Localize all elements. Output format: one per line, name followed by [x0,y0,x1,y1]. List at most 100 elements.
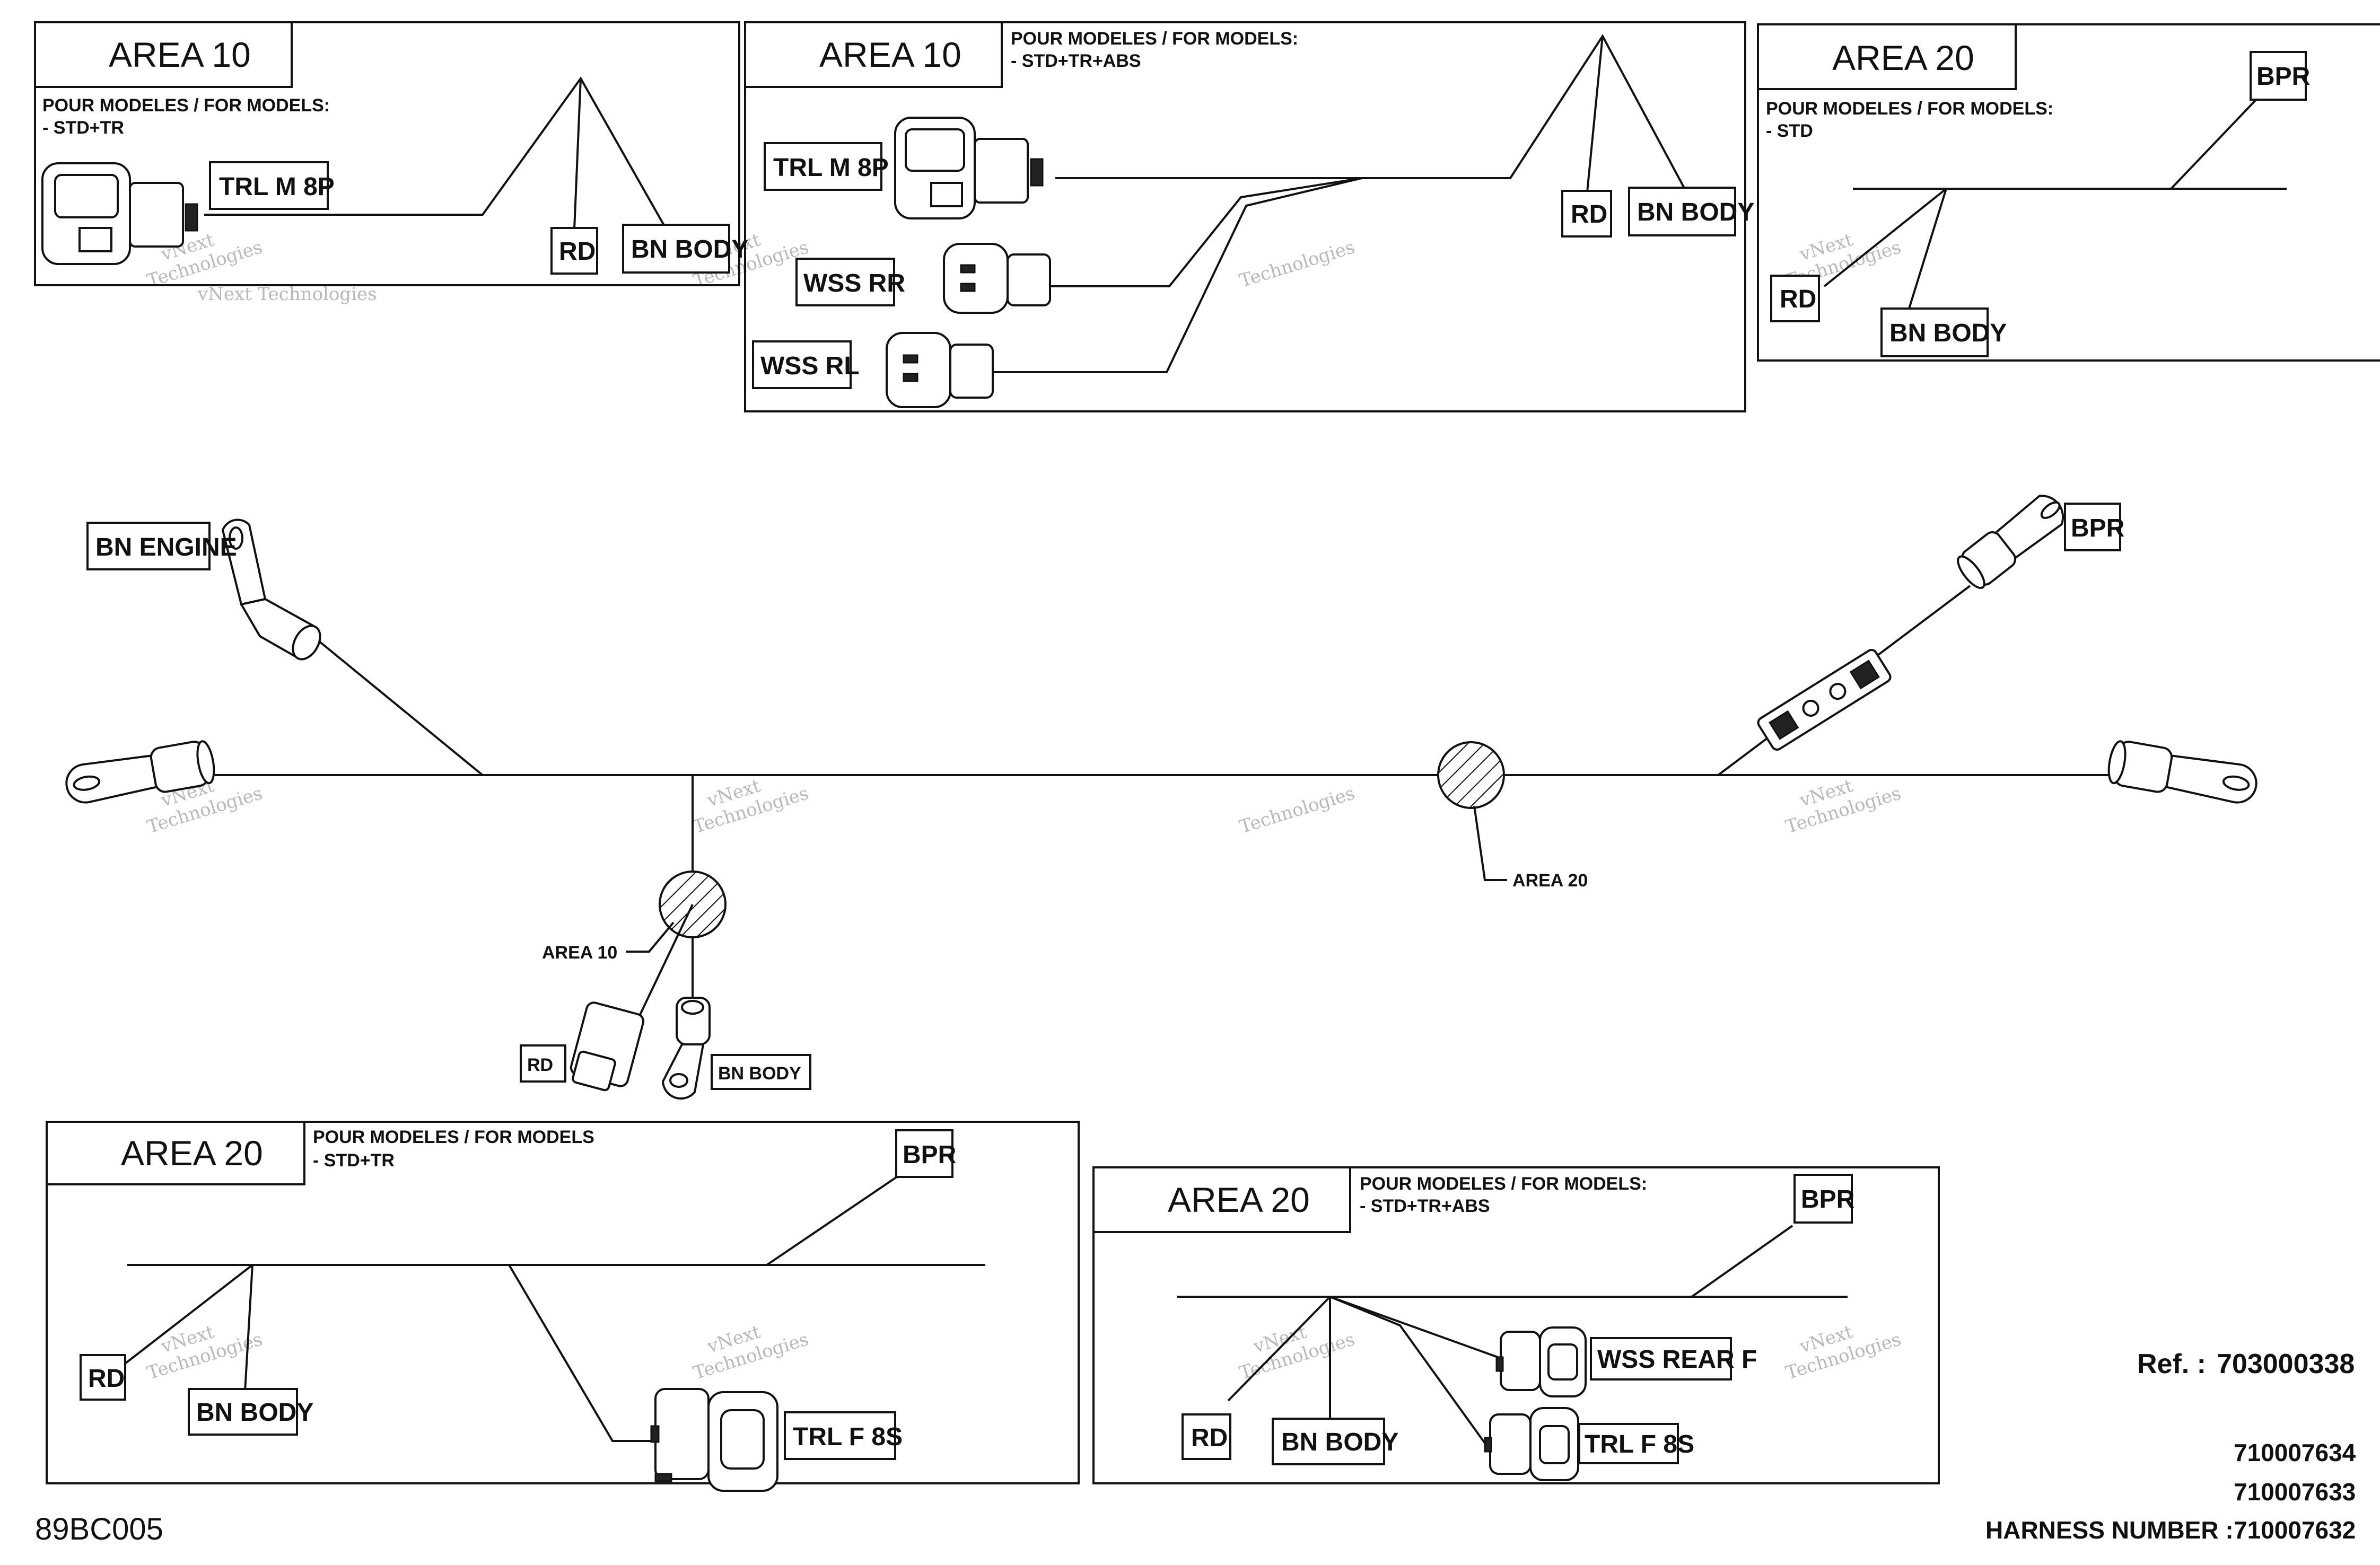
wss-rl-connector-icon [886,332,994,408]
svg-text:vNext Technologies: vNext Technologies [197,284,377,305]
harness-number: 710007632 [2234,1516,2356,1544]
panel-note: POUR MODELES / FOR MODELS [313,1127,594,1147]
watermark: vNext Technologies [1237,1321,1358,1384]
wire [992,177,1362,373]
trl-f-8s-label: TRL F 8S [1585,1430,1694,1458]
harness-number-block: 710007634 710007633 HARNESS NUMBER : 710… [1985,1439,2356,1544]
reference-block: Ref. : 703000338 [2137,1349,2355,1379]
trl-m-8p-label-box [764,142,882,191]
panel-note: - STD+TR+ABS [1011,51,1141,71]
wire [573,78,582,230]
wss-rear-f-label-box [1590,1337,1732,1381]
area10-callout: AREA 10 [542,943,617,963]
area20-callout: AREA 20 [1512,871,1588,891]
bpr-label: BPR [903,1141,956,1169]
bpr-label-box [895,1129,953,1178]
bpr-label: BPR [2071,514,2124,542]
panel-frame [1757,23,2380,362]
panel-frame [744,21,1746,412]
trl-f-8s-connector-icon [1484,1407,1579,1481]
wss-rear-f-label: WSS REAR F [1597,1346,1757,1374]
trl-m-8p-label: TRL M 8P [219,173,335,201]
bn-body-label-box [188,1388,298,1436]
panel-frame [34,21,740,286]
bpr-label-box [1793,1174,1853,1224]
panel-title-box [34,21,293,88]
ring-terminal-right-icon [2107,740,2258,804]
fuse-holder-icon [1757,649,1892,751]
rd-label: RD [88,1365,125,1393]
panel-note: POUR MODELES / FOR MODELS: [1011,29,1298,49]
rd-label: RD [527,1055,553,1075]
panel-area10-std-tr: AREA 10 POUR MODELES / FOR MODELS: - STD… [34,21,748,286]
panel-title-box [46,1121,305,1185]
drawing-code: 89BC005 [35,1512,163,1546]
panel-area20-std-tr: AREA 20 POUR MODELES / FOR MODELS - STD+… [46,1121,1080,1492]
trl-f-8s-connector-icon [650,1388,778,1492]
harness-number: 710007634 [2234,1439,2356,1466]
bn-body-label-box [711,1054,811,1090]
area10-leader [626,921,675,953]
bn-body-label-box [1880,307,1989,357]
area20-marker [1437,741,1505,809]
rd-label-box [550,227,598,275]
panel-note: - STD+TR [313,1150,395,1171]
ref-label: Ref. : [2137,1349,2206,1379]
bn-body-label: BN BODY [1889,319,2007,347]
panel-note: - STD+TR+ABS [1360,1196,1490,1216]
watermark: vNext Technologies [1783,775,1904,838]
wire [766,1173,903,1266]
trl-f-8s-label-box [1578,1423,1679,1464]
panel-title: AREA 10 [109,35,251,74]
wire [1055,34,1687,192]
bn-engine-label-box [86,522,211,570]
wire [1047,177,1362,287]
bn-body-label: BN BODY [1637,198,1754,226]
trl-m-8p-label-box [209,161,329,210]
wire [1586,36,1604,192]
bn-engine-terminal-icon [221,518,321,661]
bn-body-label-box [1272,1418,1385,1465]
wire [2170,94,2261,190]
rd-label-box [1182,1413,1231,1460]
bpr-label-box [2064,503,2121,551]
panel-title-box [744,21,1003,88]
panel-title: AREA 20 [1832,38,1974,77]
rd-label-box [1770,275,1820,322]
panel-area20-std: AREA 20 POUR MODELES / FOR MODELS: - STD… [1757,23,2380,362]
main-harness: BN ENGINE AREA 10 RD BN BODY AREA 20 [65,495,2258,1100]
rd-label: RD [1571,200,1607,228]
bn-body-label: BN BODY [718,1063,801,1084]
wss-rr-connector-icon [943,243,1051,314]
bn-body-label: BN BODY [196,1399,313,1427]
bpr-label: BPR [1801,1185,1854,1214]
panel-title: AREA 20 [1168,1180,1310,1219]
ring-terminal-left-icon [65,740,215,804]
bpr-label-box [2250,51,2307,101]
wire [1691,1225,1793,1298]
panel-title: AREA 20 [121,1133,263,1173]
watermark: vNext Technologies [691,775,811,838]
bn-body-label-box [622,224,730,274]
panel-frame [1092,1166,1940,1484]
bn-body-label: BN BODY [1281,1428,1398,1456]
bpr-ring-terminal-icon [1957,495,2064,589]
wss-rl-label: WSS RL [760,352,860,380]
wss-rl-label-box [752,340,852,389]
watermark: vNext Technologies [691,1321,811,1384]
trl-m-8p-connector-icon [894,117,1044,219]
wss-rr-label: WSS RR [803,269,905,297]
wss-rr-label-box [795,258,895,306]
panel-area20-std-tr-abs: AREA 20 POUR MODELES / FOR MODELS: - STD… [1092,1166,1940,1484]
trl-m-8p-label: TRL M 8P [773,154,889,182]
panel-area10-std-tr-abs: AREA 10 POUR MODELES / FOR MODELS: - STD… [744,21,1754,412]
panel-title: AREA 10 [819,35,961,74]
bn-body-label: BN BODY [631,235,748,263]
harness-number-label: HARNESS NUMBER : [1985,1516,2234,1544]
trl-f-8s-label: TRL F 8S [793,1423,903,1451]
panel-note: POUR MODELES / FOR MODELS: [42,95,330,116]
wire [1227,1296,1331,1402]
rd-label: RD [1191,1424,1228,1452]
bpr-label: BPR [2256,63,2310,91]
panel-note: - STD+TR [42,118,124,138]
